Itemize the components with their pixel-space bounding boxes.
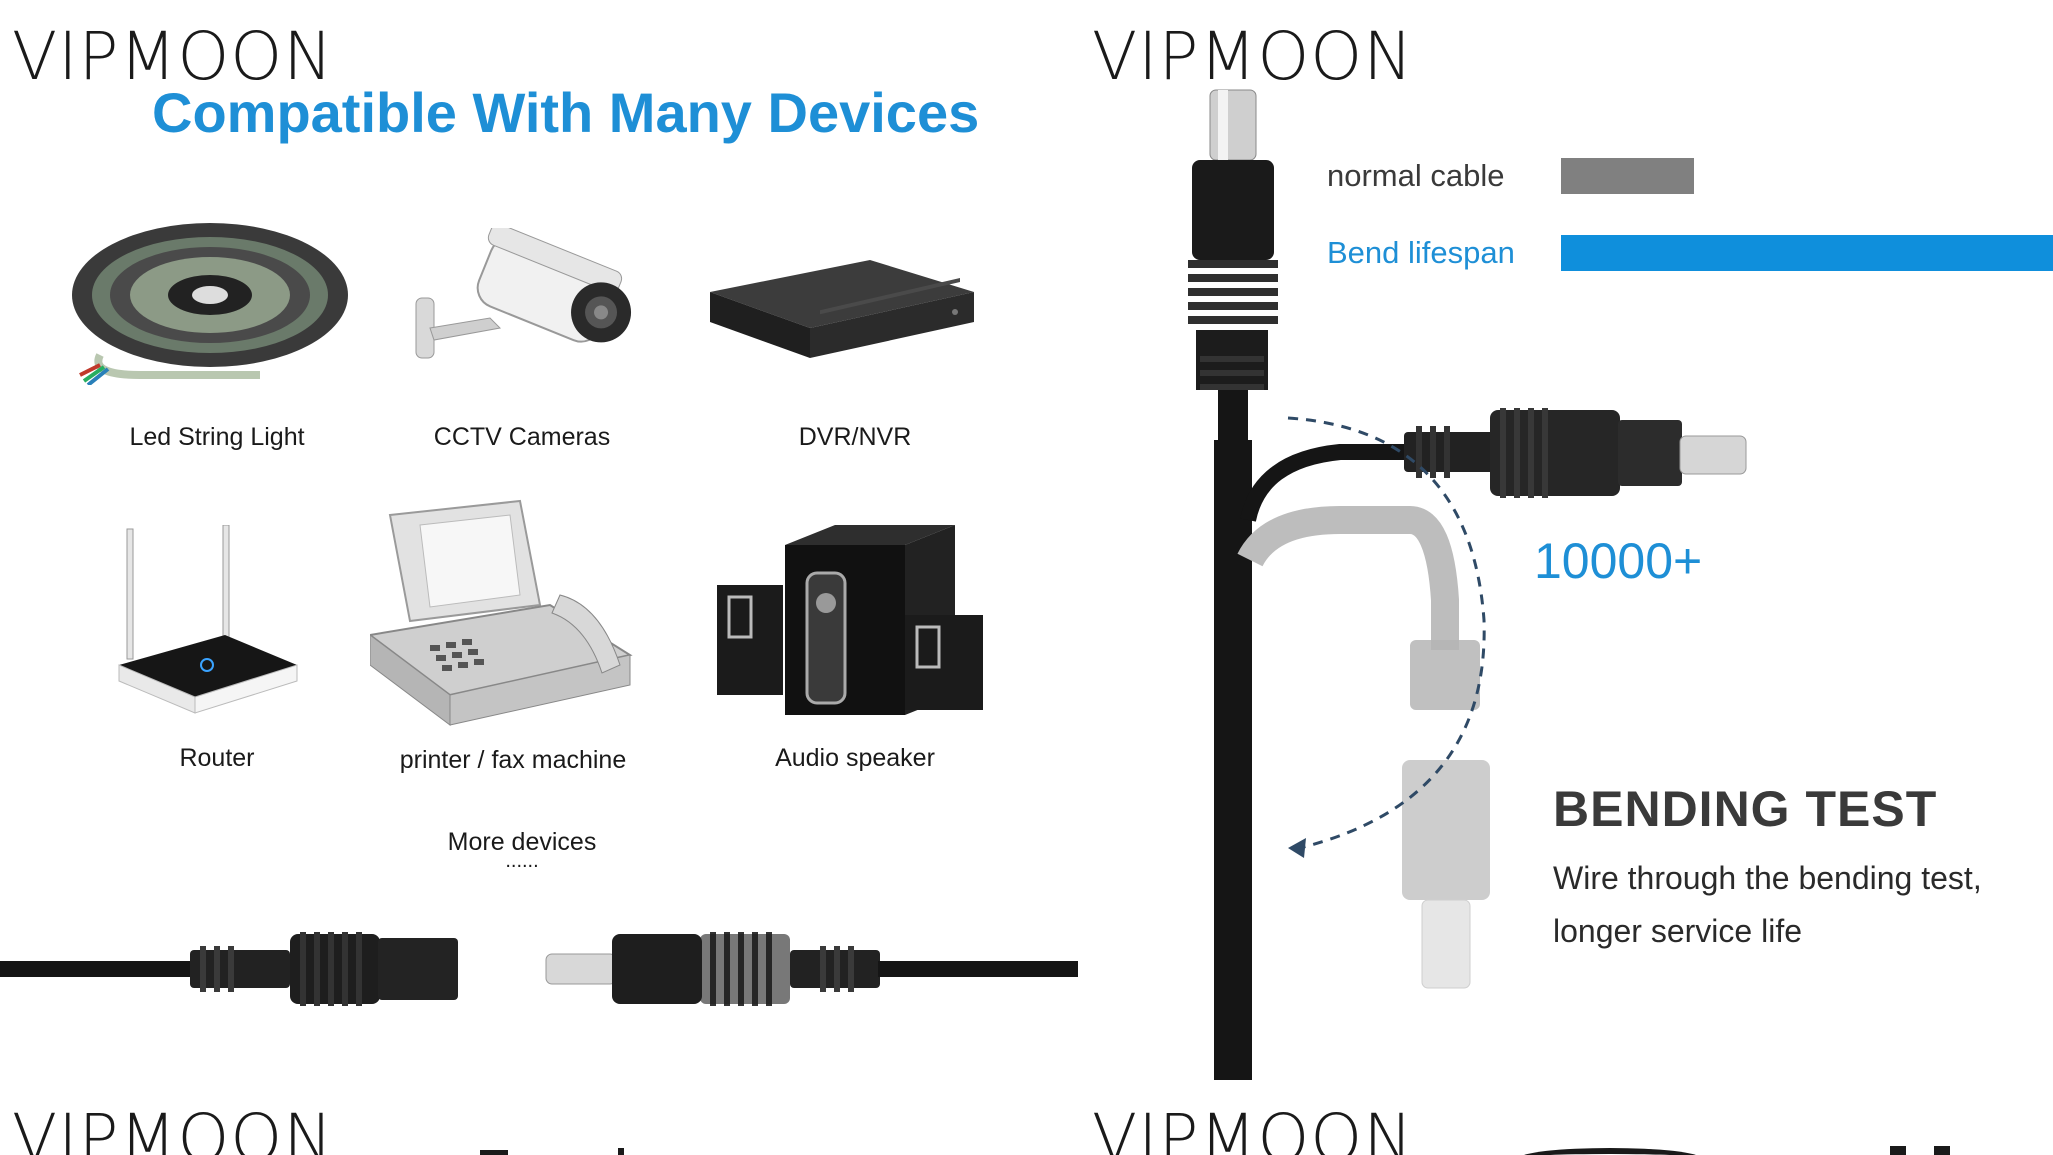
brand-logo: VIPMOON (12, 18, 334, 95)
cut-off-cable-arc (1520, 1148, 1700, 1155)
bending-test-line2: longer service life (1553, 913, 1802, 949)
cut-off-text-mark-2 (618, 1148, 624, 1155)
bending-test-panel: VIPMOON normal cable Bend l (1080, 0, 2053, 1080)
device-label-dvr: DVR/NVR (798, 423, 912, 451)
brand-logo-bottom-left: VIPMOON (12, 1100, 334, 1155)
more-devices-label: More devices (447, 828, 597, 856)
cut-off-text-mark-3 (1890, 1146, 1906, 1155)
brand-logo-right: VIPMOON (1092, 18, 1414, 95)
bending-test-title: BENDING TEST (1553, 781, 1938, 837)
device-label-cctv: CCTV Cameras (433, 423, 611, 451)
compatibility-panel: VIPMOON Compatible With Many Devices Led… (0, 0, 1080, 1080)
panel-divider (1078, 0, 1084, 1080)
bottom-strip: VIPMOON VIPMOON (0, 1080, 2053, 1155)
fax-machine-icon (370, 499, 633, 726)
brand-logo-bottom-right: VIPMOON (1092, 1100, 1414, 1155)
normal-cable-bar (1561, 158, 1694, 194)
cable-connectors-graphic (0, 932, 1080, 1006)
cut-off-text-mark-4 (1934, 1146, 1950, 1155)
audio-speaker-icon (717, 525, 983, 715)
bend-count: 10000+ (1534, 533, 1703, 589)
cut-off-text-mark (480, 1150, 508, 1155)
dvr-nvr-icon (710, 260, 974, 358)
device-label-led: Led String Light (129, 423, 305, 451)
normal-cable-label: normal cable (1327, 158, 1505, 193)
bend-lifespan-label: Bend lifespan (1327, 235, 1515, 270)
more-devices-dots: ...... (505, 850, 539, 872)
router-icon (118, 525, 298, 714)
cctv-camera-icon (415, 228, 632, 359)
device-label-fax: printer / fax machine (399, 746, 627, 774)
bending-cable-graphic (1188, 89, 1747, 1080)
device-label-router: Router (179, 744, 255, 772)
compatibility-title: Compatible With Many Devices (152, 81, 980, 144)
device-label-speaker: Audio speaker (775, 744, 935, 772)
bend-lifespan-bar (1561, 235, 2053, 271)
led-strip-icon (72, 223, 348, 385)
bending-test-line1: Wire through the bending test, (1553, 860, 1982, 896)
